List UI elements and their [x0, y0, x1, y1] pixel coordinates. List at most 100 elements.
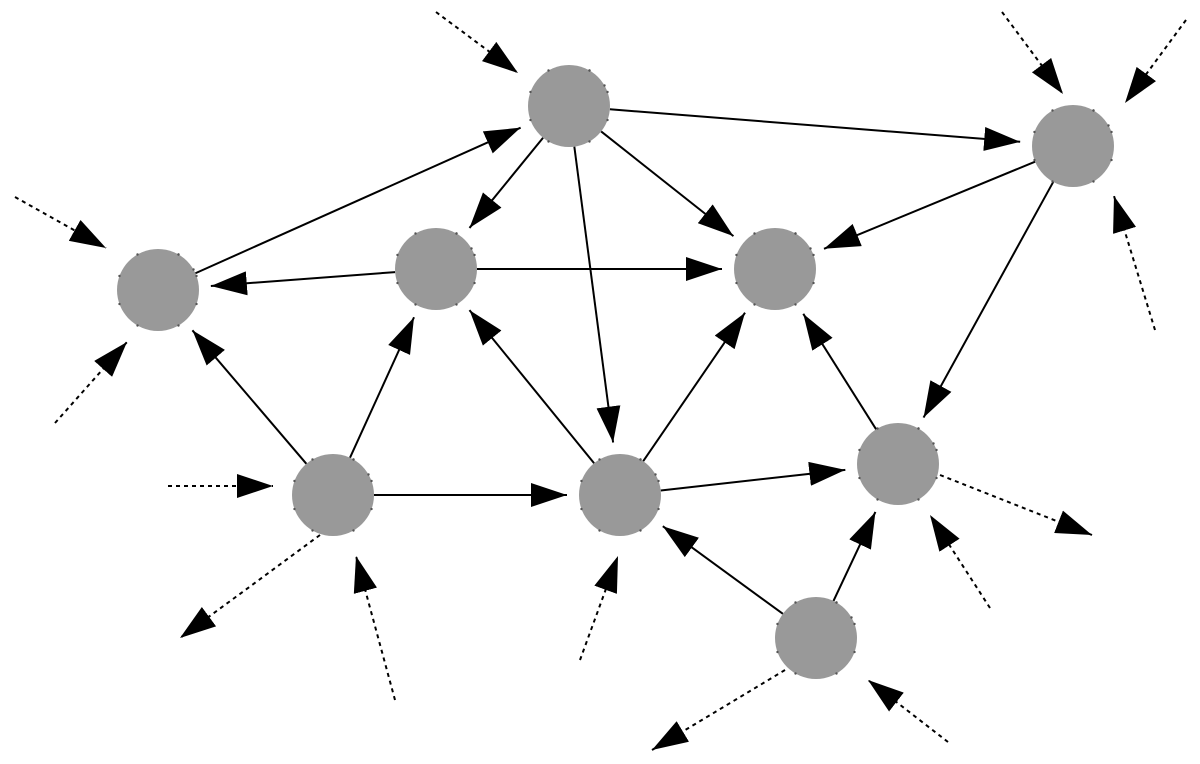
node-port-dot: [598, 529, 601, 532]
node-port-dot: [776, 622, 779, 626]
node-port-dot: [473, 253, 476, 257]
node-port-dot: [370, 507, 373, 511]
node-port-dot: [352, 529, 355, 532]
edge-top-to-center-right: [600, 130, 735, 237]
node-port-dot: [853, 622, 856, 626]
node-port-dot: [118, 274, 121, 278]
node-port-dot: [473, 281, 476, 285]
node-top-right: [1032, 105, 1114, 187]
node-port-dot: [580, 507, 583, 511]
external-out-edge-right-middle: [939, 474, 1093, 536]
node-port-dot: [812, 253, 815, 257]
edge-bottom-left-to-left-center: [349, 316, 415, 459]
external-in-edge-top-right: [1001, 11, 1064, 95]
node-port-dot: [177, 253, 180, 256]
node-left-center: [395, 228, 477, 310]
external-in-edge-top-right: [1113, 195, 1156, 331]
node-port-dot: [794, 672, 797, 675]
nodes-layer: [117, 65, 1114, 679]
node-port-dot: [136, 253, 139, 256]
edge-bottom-right-to-right-middle: [832, 511, 877, 602]
external-out-edge-bottom-left: [179, 534, 321, 639]
node-port-dot: [1051, 180, 1054, 183]
node-port-dot: [858, 476, 861, 480]
external-in-edge-top: [435, 11, 519, 74]
node-port-dot: [470, 247, 473, 250]
node-port-dot: [850, 616, 853, 619]
external-in-edge-far-left: [14, 196, 107, 249]
node-port-dot: [1110, 158, 1113, 162]
node-port-dot: [794, 232, 797, 235]
node-port-dot: [735, 253, 738, 257]
edge-bottom-center-to-right-middle: [660, 461, 846, 492]
node-bottom-center: [579, 454, 661, 536]
node-port-dot: [1110, 130, 1113, 134]
node-bottom-right: [775, 597, 857, 679]
edge-left-center-to-far-left: [210, 271, 396, 296]
edges-layer: [191, 108, 1055, 615]
node-port-dot: [606, 90, 609, 94]
node-port-dot: [195, 302, 198, 306]
node-port-dot: [776, 650, 779, 654]
node-port-dot: [935, 448, 938, 452]
node-port-dot: [529, 118, 532, 122]
node-port-dot: [352, 458, 355, 461]
node-port-dot: [657, 479, 660, 483]
external-out-edge-bottom-right: [651, 669, 786, 751]
node-port-dot: [794, 601, 797, 604]
node-port-dot: [195, 274, 198, 278]
node-port-dot: [876, 498, 879, 501]
node-port-dot: [606, 118, 609, 122]
node-port-dot: [876, 427, 879, 430]
external-edges-layer: [14, 11, 1187, 751]
node-port-dot: [588, 140, 591, 143]
node-port-dot: [414, 303, 417, 306]
node-port-dot: [917, 498, 920, 501]
node-port-dot: [547, 140, 550, 143]
node-port-dot: [1107, 124, 1110, 127]
node-port-dot: [935, 476, 938, 480]
node-center-right: [734, 228, 816, 310]
node-port-dot: [311, 529, 314, 532]
node-port-dot: [639, 529, 642, 532]
external-in-edge-bottom-center: [579, 555, 619, 661]
edge-bottom-center-to-left-center: [468, 309, 595, 464]
node-port-dot: [917, 427, 920, 430]
node-far-left: [117, 249, 199, 331]
node-port-dot: [835, 601, 838, 604]
external-in-edge-bottom-right: [867, 679, 949, 743]
node-port-dot: [529, 90, 532, 94]
node-port-dot: [654, 473, 657, 476]
node-port-dot: [455, 303, 458, 306]
node-port-dot: [1033, 130, 1036, 134]
node-port-dot: [603, 84, 606, 87]
node-port-dot: [370, 479, 373, 483]
node-port-dot: [835, 672, 838, 675]
node-port-dot: [853, 650, 856, 654]
node-port-dot: [311, 458, 314, 461]
node-port-dot: [753, 232, 756, 235]
node-port-dot: [812, 281, 815, 285]
node-port-dot: [932, 442, 935, 445]
node-right-middle: [857, 423, 939, 505]
node-port-dot: [639, 458, 642, 461]
external-in-edge-top-right: [1124, 19, 1187, 104]
node-port-dot: [293, 507, 296, 511]
edge-top-right-to-center-right: [823, 160, 1036, 250]
node-port-dot: [136, 324, 139, 327]
edge-bottom-right-to-bottom-center: [662, 525, 784, 615]
node-port-dot: [177, 324, 180, 327]
node-port-dot: [118, 302, 121, 306]
node-port-dot: [547, 69, 550, 72]
node-port-dot: [396, 253, 399, 257]
node-port-dot: [794, 303, 797, 306]
edge-bottom-left-to-far-left: [191, 329, 308, 465]
node-port-dot: [1092, 180, 1095, 183]
external-in-edge-far-left: [54, 341, 128, 424]
external-in-edge-right-middle: [929, 514, 991, 609]
node-port-dot: [455, 232, 458, 235]
node-port-dot: [414, 232, 417, 235]
node-bottom-left: [292, 454, 374, 536]
node-port-dot: [735, 281, 738, 285]
